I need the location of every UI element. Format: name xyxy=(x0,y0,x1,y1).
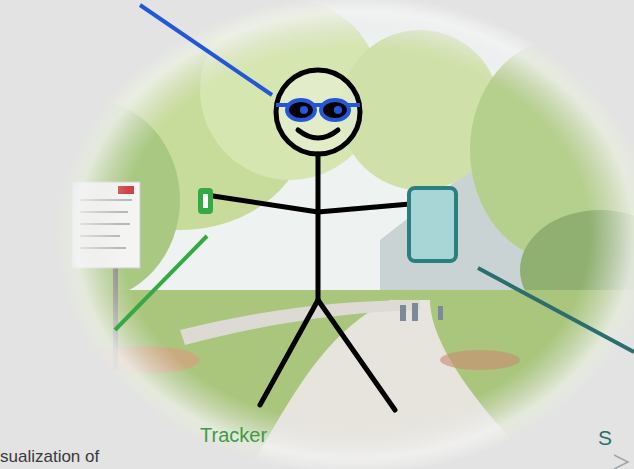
stick-figure xyxy=(213,70,410,410)
bullet-arrow xyxy=(614,455,628,469)
caption-fragment: sualization of xyxy=(0,447,99,467)
leader-line xyxy=(478,268,634,352)
callout-label: Tracker xyxy=(200,424,267,447)
callout-label: S xyxy=(598,426,612,450)
glasses xyxy=(276,100,360,120)
tablet-device xyxy=(409,188,456,261)
leader-line xyxy=(115,236,207,330)
leader-line xyxy=(140,5,272,95)
tracker-device xyxy=(198,188,213,214)
